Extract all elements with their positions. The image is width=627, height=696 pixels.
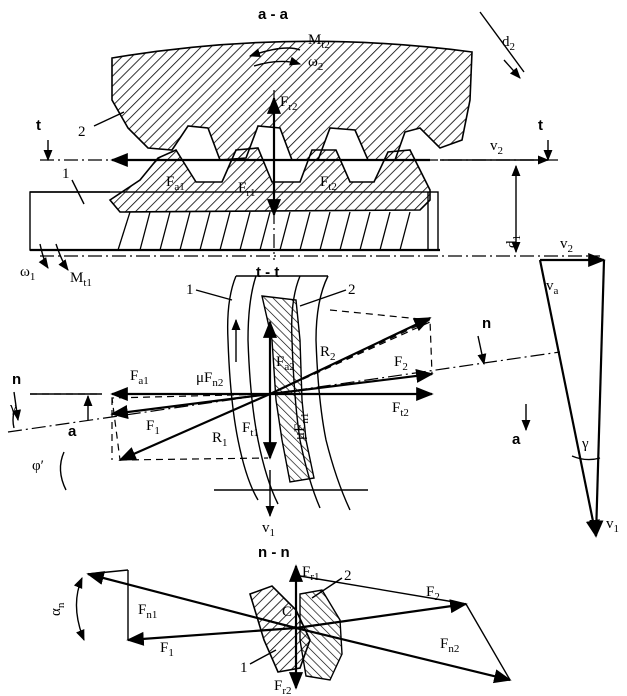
r1-arrow <box>118 392 271 462</box>
normal-line-nn <box>7 351 561 433</box>
label-d2: d2 <box>502 34 515 53</box>
label-fr1: Fr1 <box>238 180 256 199</box>
label-fr2: Fr2 <box>280 94 298 113</box>
label-r2: R2 <box>320 344 336 363</box>
fn1-arrow <box>86 571 297 630</box>
f1-bot-arrow <box>126 626 297 646</box>
label-phi-prime: φ′ <box>32 458 44 474</box>
label-tri-v2: v2 <box>560 236 573 255</box>
label-va: va <box>546 278 559 297</box>
fn2-arrow <box>295 626 512 684</box>
label-mufn1: μFn1 <box>292 413 311 440</box>
label-ft2-mid: Ft2 <box>392 400 409 419</box>
f2-bot-arrow <box>295 599 468 630</box>
worm-body <box>29 147 440 252</box>
omega2-rotation-arrow <box>253 56 302 67</box>
section-title-aa: a - a <box>258 6 289 23</box>
label-part-1-top: 1 <box>62 166 70 182</box>
label-mt2: Mt2 <box>308 32 330 51</box>
section-title-nn: n - n <box>258 544 290 561</box>
label-fr2-bot: Fr2 <box>274 678 292 696</box>
mt2-rotation-arrow <box>248 47 301 57</box>
label-ft1: Ft1 <box>242 420 259 439</box>
label-mid-part-1: 1 <box>186 282 194 298</box>
label-part-2-bot: 2 <box>344 568 352 584</box>
label-n-left: n <box>12 371 21 388</box>
label-part-2-top: 2 <box>78 124 86 140</box>
label-v1-mid: v1 <box>262 520 275 539</box>
label-d1: d1 <box>504 235 523 248</box>
alpha-n-arc <box>73 576 85 642</box>
velocity-triangle <box>538 252 606 538</box>
phi-prime-arc <box>59 451 67 491</box>
label-fa2: Fa2 <box>276 354 295 373</box>
label-fa1-mid: Fa1 <box>130 368 149 387</box>
label-gamma-triangle: γ <box>581 436 589 452</box>
label-part-1-bot: 1 <box>240 660 248 676</box>
label-fn1: Fn1 <box>138 602 157 621</box>
label-v2: v2 <box>490 138 503 157</box>
label-c: C <box>282 604 292 620</box>
label-a-left: a <box>68 423 77 440</box>
label-a-right: a <box>512 431 521 448</box>
label-t-left: t <box>36 117 41 134</box>
label-v1-triangle: v1 <box>606 516 619 535</box>
r2-arrow <box>269 317 432 395</box>
label-f1-bot: F1 <box>160 640 174 659</box>
label-fn2: Fn2 <box>440 636 459 655</box>
label-omega2: ω2 <box>308 54 323 73</box>
label-f2-mid: F2 <box>394 354 408 373</box>
label-ft2: Ft2 <box>320 174 337 193</box>
label-f1-mid: F1 <box>146 418 160 437</box>
label-mt1: Mt1 <box>70 270 92 289</box>
f1-arrow <box>110 392 271 419</box>
section-title-tt: t - t <box>256 264 279 281</box>
label-gamma-left: γ <box>9 400 17 416</box>
label-fr1-bot: Fr1 <box>302 564 320 583</box>
label-mufn2: μFn2 <box>196 370 223 389</box>
label-f2-bot: F2 <box>426 584 440 603</box>
label-omega1: ω1 <box>20 264 35 283</box>
label-alpha-n: αn <box>48 602 67 616</box>
d2-dimension <box>479 11 525 73</box>
label-n-right: n <box>482 315 491 332</box>
label-mid-part-2: 2 <box>348 282 356 298</box>
label-r1: R1 <box>212 430 228 449</box>
label-t-right: t <box>538 117 543 134</box>
label-fa1: Fa1 <box>166 174 185 193</box>
